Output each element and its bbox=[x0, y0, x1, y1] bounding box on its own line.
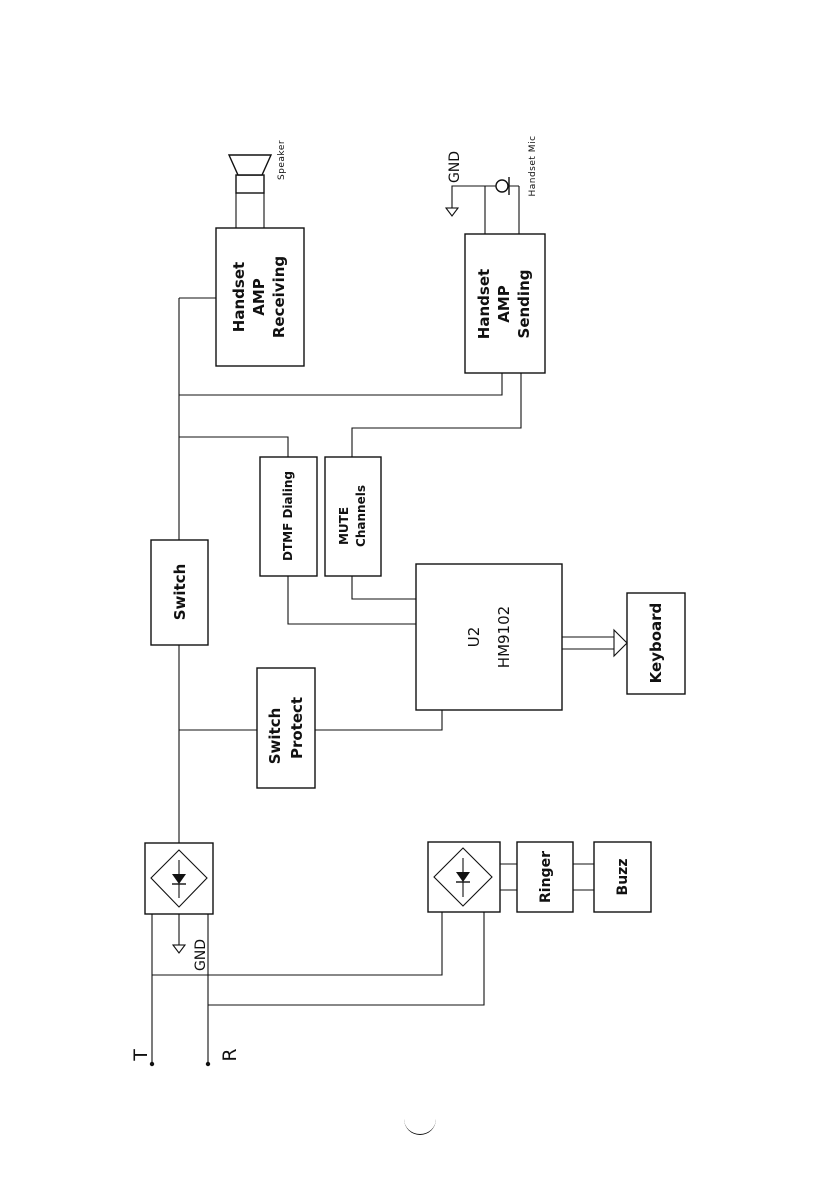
gnd-symbol-top bbox=[446, 208, 458, 216]
sending-line-2: AMP bbox=[495, 285, 513, 323]
gnd-symbol-bottom bbox=[173, 945, 185, 953]
svg-text:GND: GND bbox=[193, 939, 209, 971]
sending-line-3: Sending bbox=[515, 270, 533, 339]
u2-line-1: U2 bbox=[465, 627, 483, 648]
handset-mic-label: Handset Mic bbox=[528, 135, 538, 196]
ringer-label: Ringer bbox=[538, 851, 554, 903]
terminal-r-dot bbox=[206, 1062, 210, 1066]
wire-switch-protect-to-u2 bbox=[315, 710, 442, 730]
wire-mute-to-sending bbox=[352, 373, 521, 457]
buzz-label: Buzz bbox=[615, 859, 631, 896]
mute-line-2: Channels bbox=[354, 485, 368, 547]
speaker-label: Speaker bbox=[277, 140, 287, 180]
wire-to-sending-amp bbox=[179, 373, 502, 395]
svg-text:GND: GND bbox=[447, 151, 463, 183]
receiving-line-1: Handset bbox=[230, 262, 248, 332]
sending-line-1: Handset bbox=[475, 269, 493, 339]
svg-text:Handset Mic: Handset Mic bbox=[528, 135, 538, 196]
keyboard-label: Keyboard bbox=[647, 603, 665, 684]
wire-r-to-ringer-bridge bbox=[208, 912, 484, 1005]
svg-text:Speaker: Speaker bbox=[277, 140, 287, 180]
wire-mute-to-u2 bbox=[352, 576, 416, 599]
switch-protect-line-2: Protect bbox=[288, 697, 306, 759]
speaker-icon bbox=[229, 155, 271, 193]
switch-label: Switch bbox=[171, 564, 189, 621]
wire-mic-gnd bbox=[452, 186, 485, 208]
svg-text:DTMF Dialing: DTMF Dialing bbox=[281, 471, 295, 561]
wire-to-dtmf bbox=[179, 437, 288, 457]
terminal-r-label: R bbox=[219, 1048, 241, 1061]
main-bridge-rectifier bbox=[145, 843, 213, 914]
terminal-t-dot bbox=[150, 1062, 154, 1066]
receiving-line-3: Receiving bbox=[270, 256, 288, 338]
dtmf-dialing-label: DTMF Dialing bbox=[281, 471, 295, 561]
svg-text:Ringer: Ringer bbox=[538, 851, 554, 903]
svg-text:R: R bbox=[219, 1048, 241, 1061]
svg-text:Keyboard: Keyboard bbox=[647, 603, 665, 684]
svg-text:Switch: Switch bbox=[171, 564, 189, 621]
svg-text:T: T bbox=[130, 1049, 152, 1062]
mute-channels-block bbox=[325, 457, 381, 576]
svg-text:Buzz: Buzz bbox=[615, 859, 631, 896]
gnd-top-label: GND bbox=[447, 151, 463, 183]
switch-protect-line-1: Switch bbox=[266, 708, 284, 765]
u2-hm9102-block bbox=[416, 564, 562, 710]
u2-line-2: HM9102 bbox=[495, 606, 513, 668]
u2-to-keyboard-arrow bbox=[562, 630, 627, 656]
terminal-t-label: T bbox=[130, 1049, 152, 1062]
ringer-bridge-rectifier bbox=[428, 842, 500, 912]
mute-line-1: MUTE bbox=[337, 507, 351, 545]
gnd-bottom-label: GND bbox=[193, 939, 209, 971]
microphone-icon bbox=[496, 177, 509, 195]
receiving-line-2: AMP bbox=[250, 278, 268, 316]
